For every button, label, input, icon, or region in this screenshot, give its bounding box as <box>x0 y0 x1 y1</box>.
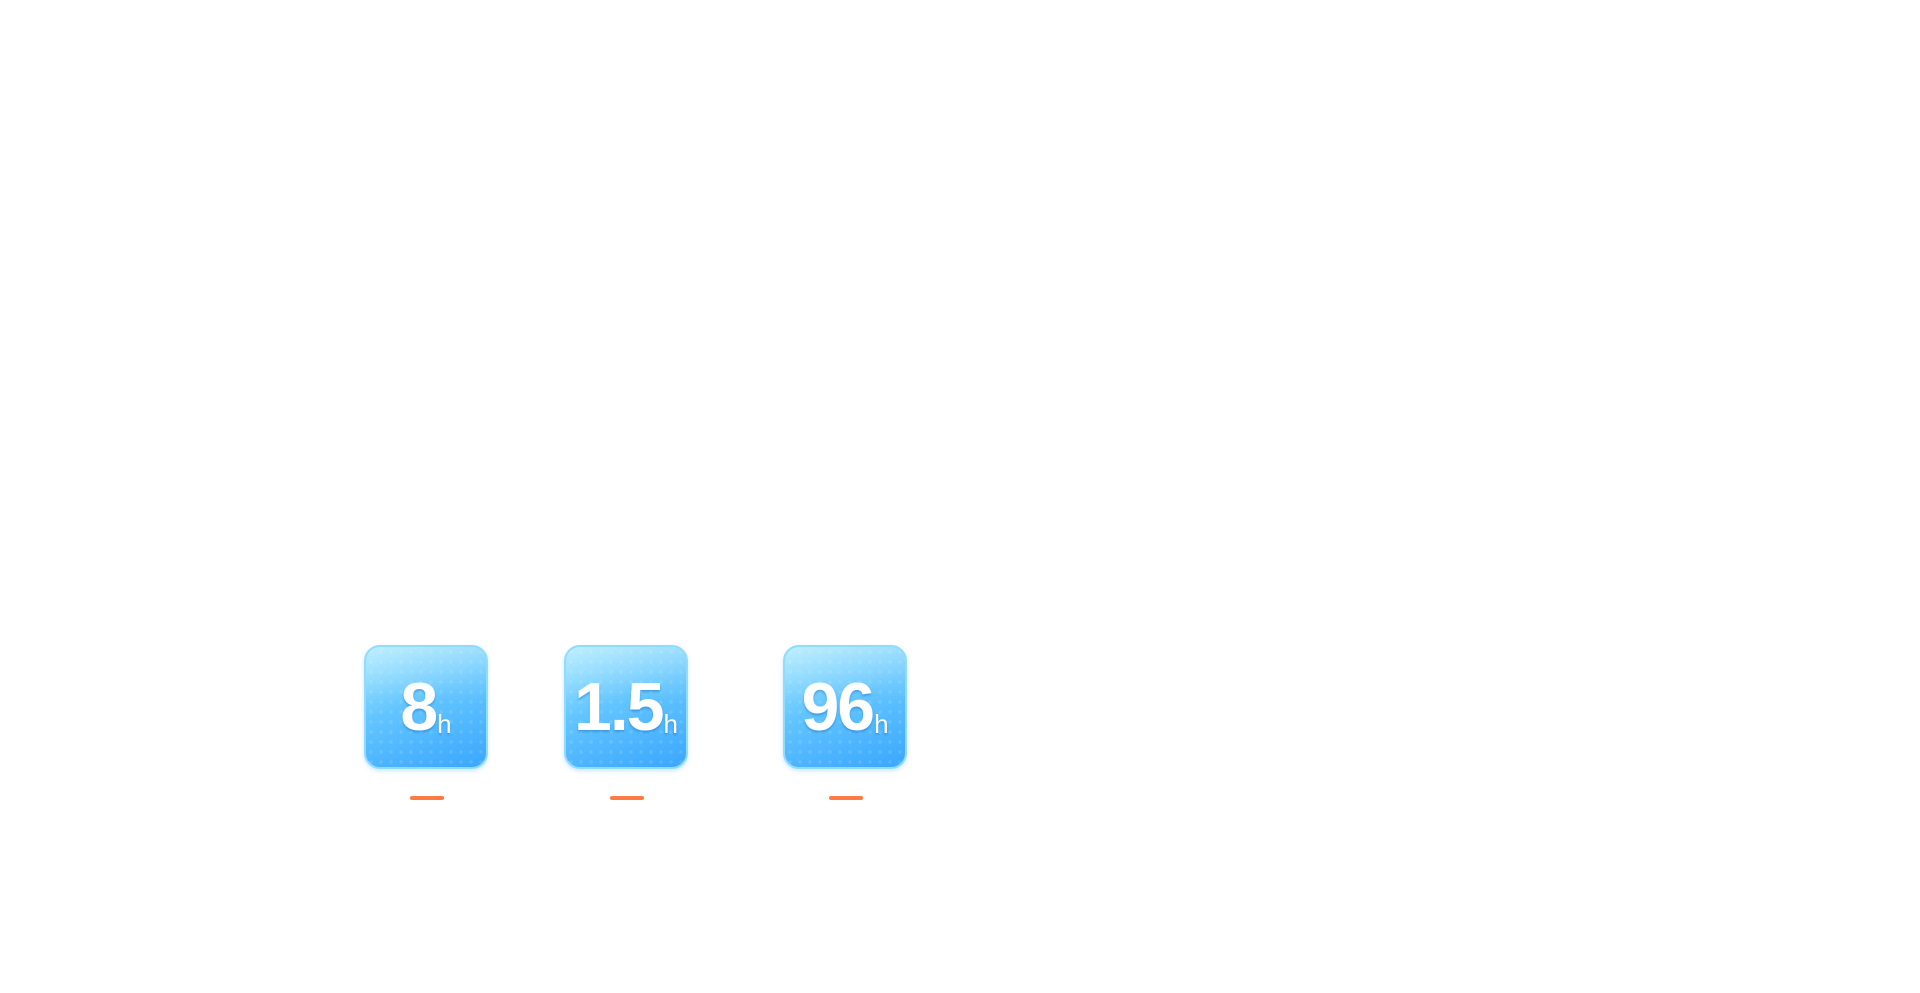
accent-dash <box>829 796 863 800</box>
stat-value-group: 96 h <box>801 673 888 741</box>
stat-tile: 1.5 h <box>564 645 688 769</box>
stat-tile: 96 h <box>783 645 907 769</box>
stat-card-3: 96 h <box>783 645 907 833</box>
stat-value-group: 1.5 h <box>574 673 678 741</box>
accent-dash <box>410 796 444 800</box>
stat-unit: h <box>663 709 678 739</box>
accent-dash <box>610 796 644 800</box>
stat-unit: h <box>874 709 889 739</box>
stat-card-2: 1.5 h <box>564 645 688 833</box>
stat-unit: h <box>437 709 452 739</box>
stat-value-group: 8 h <box>400 673 451 741</box>
stat-value: 8 <box>400 669 438 745</box>
stat-tile: 8 h <box>364 645 488 769</box>
stat-value: 1.5 <box>574 669 665 745</box>
stat-card-1: 8 h <box>364 645 488 833</box>
stat-value: 96 <box>801 669 875 745</box>
